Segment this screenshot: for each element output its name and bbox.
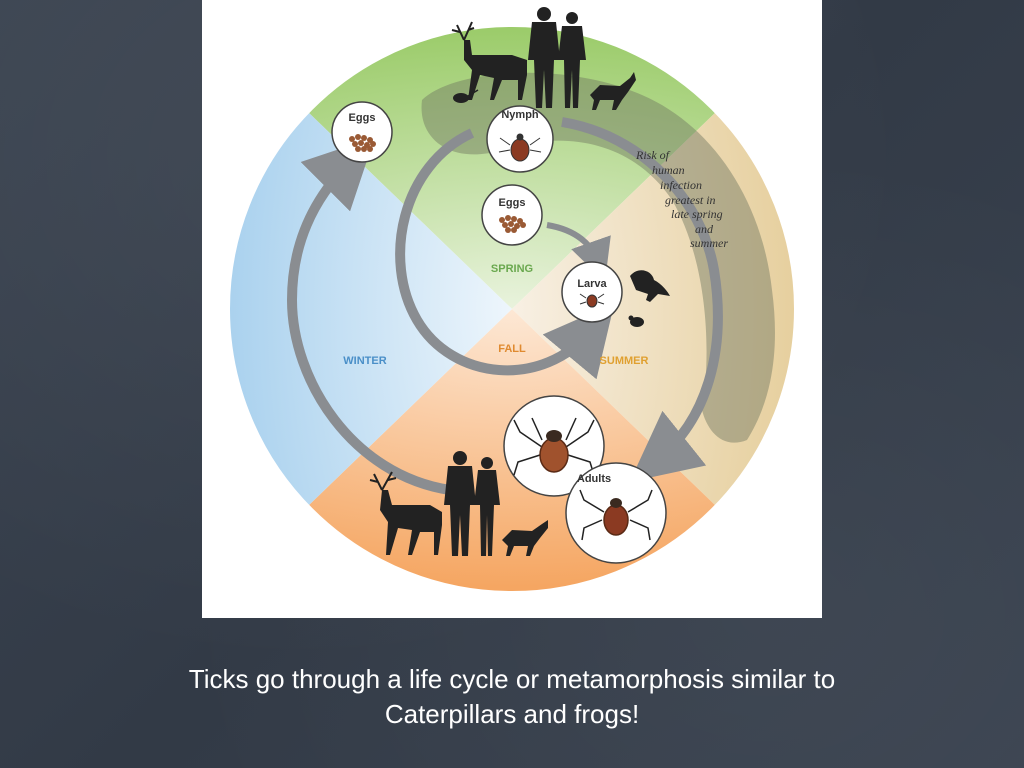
person-silhouette-icon [474,457,500,556]
mouse-silhouette-icon [628,315,644,327]
season-spring: SPRING [491,263,533,275]
host-silhouettes-bottom [369,451,548,556]
adult-tick-icon [579,489,653,541]
bird-silhouette-icon [630,270,670,302]
person-silhouette-icon [558,12,586,108]
stage-nymph: Nymph [486,105,554,173]
stage-larva-label: Larva [577,278,607,290]
risk-note-line: late spring [671,207,723,221]
season-summer: SUMMER [600,355,649,367]
tick-life-cycle-figure: SPRING SUMMER FALL WINTER Risk of human … [202,0,822,618]
season-fall: FALL [498,343,526,355]
stage-eggs-inner: Eggs [481,184,543,246]
egg-cluster-icon [349,134,376,152]
risk-note-line: greatest in [665,193,716,207]
stage-larva: Larva [561,261,623,323]
risk-note-line: and [695,222,714,236]
host-silhouettes-top [451,7,636,110]
slide-caption: Ticks go through a life cycle or metamor… [112,662,912,732]
outer-cycle-arrow-left [286,137,451,495]
person-silhouette-icon [528,7,560,108]
person-silhouette-icon [444,451,476,556]
risk-note: Risk of human infection greatest in late… [635,148,728,250]
risk-note-line: Risk of [635,148,671,162]
deer-silhouette-icon [369,471,442,555]
eggs-to-larva-arrow [546,222,611,282]
stage-nymph-label: Nymph [501,109,539,121]
stage-eggs-outer-label: Eggs [349,112,376,124]
caption-line-1: Ticks go through a life cycle or metamor… [188,664,836,694]
stage-adults-label: Adults [577,473,611,485]
nymph-tick-icon [498,133,542,162]
risk-note-line: infection [660,178,702,192]
larva-tick-icon [579,293,605,308]
larva-hosts [628,270,670,327]
deer-silhouette-icon [451,21,527,100]
stage-eggs-inner-label: Eggs [499,197,526,209]
risk-note-line: human [652,163,685,177]
adult-tick-icon [513,417,595,476]
stage-adults: Adults [503,395,667,564]
risk-band [421,72,775,443]
season-winter: WINTER [343,355,386,367]
caption-line-2: Caterpillars and frogs! [384,699,640,729]
outer-ring [228,25,796,593]
egg-cluster-icon [499,215,526,233]
life-cycle-diagram: SPRING SUMMER FALL WINTER Risk of human … [228,7,796,593]
mouse-silhouette-icon [453,89,479,103]
risk-note-line: summer [690,236,728,250]
outer-cycle-arrow-right [561,117,723,482]
fox-silhouette-icon [590,72,636,110]
stage-eggs-outer: Eggs [331,101,393,163]
inner-cycle-arrow [395,128,615,380]
fox-silhouette-icon [502,520,548,556]
